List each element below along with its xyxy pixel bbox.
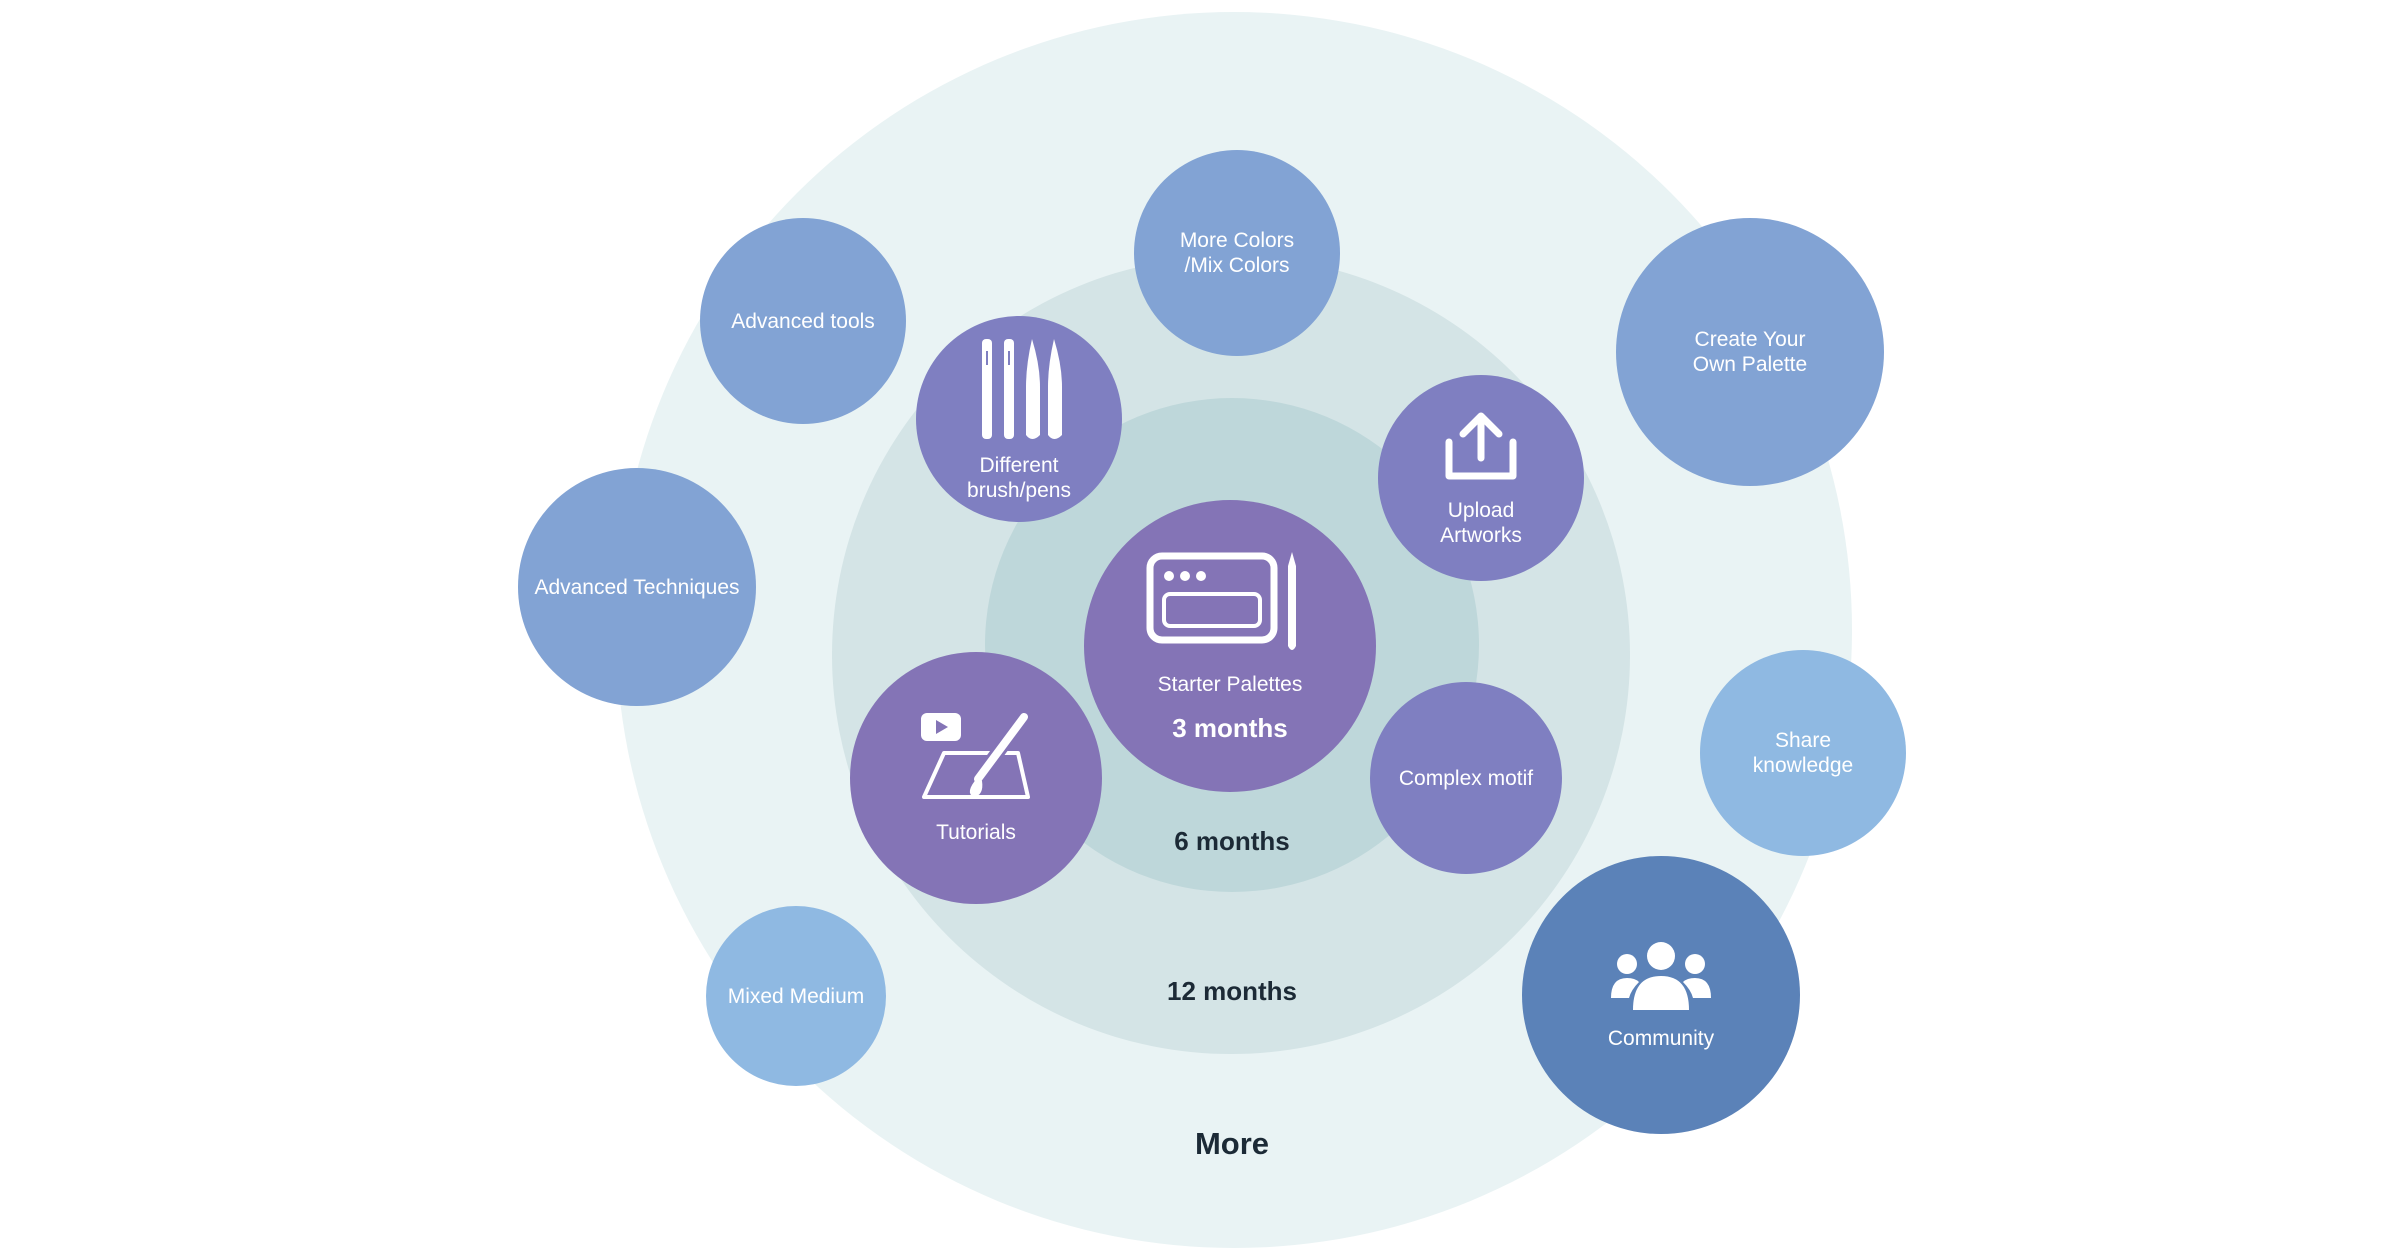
node-label: Create Your Own Palette [1692,328,1808,376]
upload-icon [1441,408,1521,484]
node-label: Advanced Techniques [534,575,740,599]
ring-label-more: More [1194,1126,1270,1161]
brushes-icon [974,335,1064,443]
node-mixed-medium[interactable]: Mixed Medium [706,906,886,1086]
node-tutorials[interactable]: Tutorials [850,652,1102,904]
node-community[interactable]: Community [1522,856,1800,1134]
video-drawing-icon [916,711,1036,806]
node-advanced-tools[interactable]: Advanced tools [700,218,906,424]
group-icon [1609,940,1713,1012]
node-label: Starter Palettes [1157,673,1303,696]
node-different-brush-pens[interactable]: Different brush/pens [916,316,1122,522]
node-starter-palettes[interactable]: Starter Palettes 3 months [1084,500,1376,792]
node-label: More Colors /Mix Colors [1179,229,1295,277]
ring-label-6-months: 6 months [1174,826,1290,856]
node-share-knowledge[interactable]: Share knowledge [1700,650,1906,856]
node-label: Advanced tools [731,309,875,333]
ring-label-12-months: 12 months [1166,976,1298,1006]
node-label: Share knowledge [1752,729,1854,777]
node-more-colors[interactable]: More Colors /Mix Colors [1134,150,1340,356]
tablet-pen-icon [1145,548,1315,658]
node-label: Complex motif [1398,766,1534,790]
node-create-palette[interactable]: Create Your Own Palette [1616,218,1884,486]
node-upload-artworks[interactable]: Upload Artworks [1378,375,1584,581]
node-complex-motif[interactable]: Complex motif [1370,682,1562,874]
node-advanced-techniques[interactable]: Advanced Techniques [518,468,756,706]
ring-label-3-months: 3 months [1172,713,1288,743]
node-label: Mixed Medium [727,984,865,1008]
node-label: Different brush/pens [967,454,1071,502]
node-label: Tutorials [936,821,1016,844]
node-label: Upload Artworks [1440,499,1522,547]
node-label: Community [1607,1026,1715,1050]
